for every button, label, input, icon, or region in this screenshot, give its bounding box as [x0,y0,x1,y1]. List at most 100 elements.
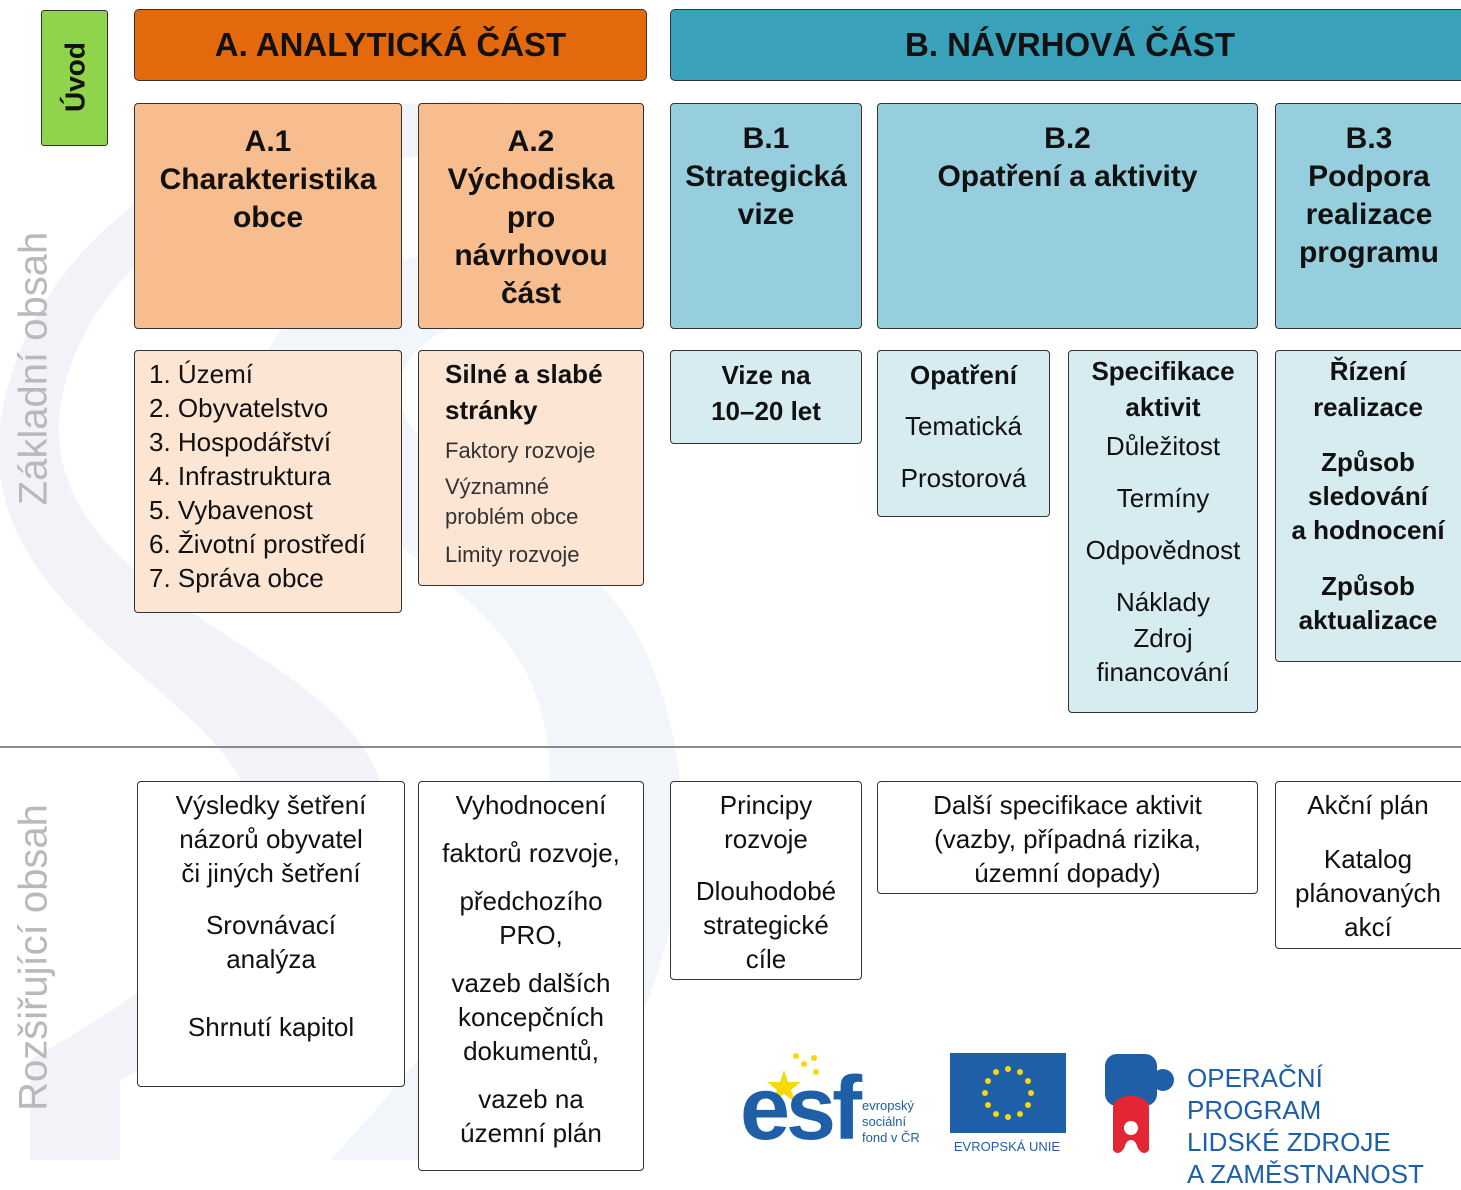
b2-heading-line: B.2 [1044,122,1091,155]
op-logo: OPERAČNÍ PROGRAM LIDSKÉ ZDROJE A ZAMĚSTN… [1105,1052,1461,1189]
b2-activities-box: Specifikace aktivit Důležitost Termíny O… [1068,350,1258,713]
esf-caption-line: sociální [862,1114,907,1129]
b3-heading-line: realizace [1305,198,1433,231]
b1-heading-line: B.1 [742,122,790,155]
b1-basic-box: Vize na 10–20 let [670,350,862,444]
a2-heading-line: A.2 [507,125,555,158]
op-caption-line: LIDSKÉ ZDROJE [1187,1127,1391,1157]
a1-extended-line: či jiných šetření [181,858,361,888]
esf-letters: esf [740,1059,862,1159]
b1-extended-line: rozvoje [724,824,808,854]
op-figure-icon [1105,1054,1174,1153]
a1-heading-line: obce [232,201,304,234]
a2-item: Významné [445,474,549,499]
b2-heading-line: Opatření a aktivity [937,160,1198,193]
b1-heading-line: vize [737,198,795,231]
a2-heading-line: Východiska [447,163,615,196]
b3-extended-line: akcí [1344,912,1392,942]
b3-heading-line: Podpora [1308,160,1430,193]
op-caption-line: OPERAČNÍ PROGRAM [1187,1063,1323,1125]
a1-extended-line: analýza [226,944,316,974]
a2-extended-line: vazeb dalších [451,968,611,998]
a2-item: Limity rozvoje [445,542,580,567]
b3-extended-box: Akční plán Katalog plánovaných akcí [1275,781,1461,949]
b2-activity: financování [1096,657,1230,687]
side-label-extended: Rozšiřující obsah [11,804,56,1111]
esf-logo: esf evropský sociální fond v ČR [740,1052,940,1157]
b1-extended-line: cíle [745,944,787,974]
a1-extended-line: Shrnutí kapitol [187,1012,355,1042]
b2-activity: Odpovědnost [1085,535,1241,565]
b3-bold-line: Způsob [1321,571,1415,601]
b2-measures-box: Opatření Tematická Prostorová [877,350,1050,517]
a2-heading-line: pro [506,201,556,234]
a1-item: 5. Vybavenost [149,495,313,525]
a2-extended-box: Vyhodnocení faktorů rozvoje, předchozího… [418,781,644,1171]
b3-heading-box: B.3 Podpora realizace programu [1275,103,1461,329]
a2-bold-line: stránky [445,395,538,425]
b3-heading-line: B.3 [1345,122,1393,155]
op-caption-line: A ZAMĚSTNANOST [1187,1159,1424,1189]
a1-item: 3. Hospodářství [149,427,332,457]
a1-item: 4. Infrastruktura [149,461,332,491]
a1-extended-line: Výsledky šetření [175,790,367,820]
b1-bold-line: 10–20 let [711,396,821,426]
b2-activity: Termíny [1116,483,1210,513]
a1-item: 6. Životní prostředí [149,529,366,559]
b2-measure: Prostorová [900,463,1027,493]
b1-bold-line: Vize na [721,360,811,390]
a2-extended-line: dokumentů, [463,1036,599,1066]
a1-basic-box: 1. Území 2. Obyvatelstvo 3. Hospodářství… [134,350,402,613]
part-a-header: A. ANALYTICKÁ ČÁST [134,9,647,81]
b2-extended-box: Další specifikace aktivit (vazby, případ… [877,781,1258,894]
b3-extended-line: Katalog [1323,844,1413,874]
a1-item: 1. Území [149,359,254,389]
eu-logo: EVROPSKÁ UNIE [948,1053,1066,1157]
b2-heading-box: B.2 Opatření a aktivity [877,103,1258,329]
b2-extended-line: (vazby, případná rizika, [934,824,1201,854]
esf-caption-line: fond v ČR [862,1130,920,1145]
a2-extended-line: vazeb na [478,1084,584,1114]
b2-measure: Tematická [904,411,1023,441]
a1-extended-line: názorů obyvatel [179,824,363,854]
b3-basic-box: Řízení realizace Způsob sledování a hodn… [1275,350,1461,662]
b2-extended-line: územní dopady) [974,858,1161,888]
part-b-title: B. NÁVRHOVÁ ČÁST [904,26,1236,63]
a1-item: 7. Správa obce [149,563,324,593]
esf-caption: evropský sociální fond v ČR [862,1098,920,1146]
a1-heading-line: Charakteristika [159,163,377,196]
b3-bold-line: realizace [1313,392,1423,422]
esf-star-icon [767,1053,819,1102]
b2-activity: Náklady [1116,587,1210,617]
b3-bold-line: a hodnocení [1291,515,1445,545]
a2-extended-line: předchozího [459,886,603,916]
a1-extended-line: Srovnávací [205,910,337,940]
section-divider [0,746,1461,748]
a1-heading-line: A.1 [244,125,292,158]
a2-bold-line: Silné a slabé [445,359,603,389]
b2-activity: Zdroj [1133,623,1193,653]
b3-bold-line: aktualizace [1298,605,1438,635]
part-a-title: A. ANALYTICKÁ ČÁST [214,26,567,63]
intro-label: Úvod [59,42,91,112]
esf-caption-line: evropský [862,1098,915,1113]
a2-basic-box: Silné a slabé stránky Faktory rozvoje Vý… [418,350,644,586]
b3-extended-line: plánovaných [1295,878,1441,908]
b3-extended-line: Akční plán [1307,790,1429,820]
a2-heading-box: A.2 Východiska pro návrhovou část [418,103,644,329]
b2-activities-title: aktivit [1125,392,1201,422]
a1-extended-box: Výsledky šetření názorů obyvatel či jiný… [137,781,405,1087]
b3-heading-line: programu [1298,236,1439,269]
a2-heading-line: část [500,277,562,310]
b3-bold-line: Způsob [1321,447,1415,477]
a2-extended-line: územní plán [460,1118,602,1148]
part-b-header: B. NÁVRHOVÁ ČÁST [670,9,1461,81]
b1-heading-box: B.1 Strategická vize [670,103,862,329]
b2-activities-title: Specifikace [1091,356,1235,386]
eu-caption: EVROPSKÁ UNIE [953,1139,1061,1154]
b1-extended-line: Principy [719,790,813,820]
op-caption: OPERAČNÍ PROGRAM LIDSKÉ ZDROJE A ZAMĚSTN… [1187,1062,1461,1190]
eu-flag-icon [950,1053,1066,1133]
b2-activity: Důležitost [1105,431,1221,461]
b3-bold-line: Řízení [1329,356,1407,386]
